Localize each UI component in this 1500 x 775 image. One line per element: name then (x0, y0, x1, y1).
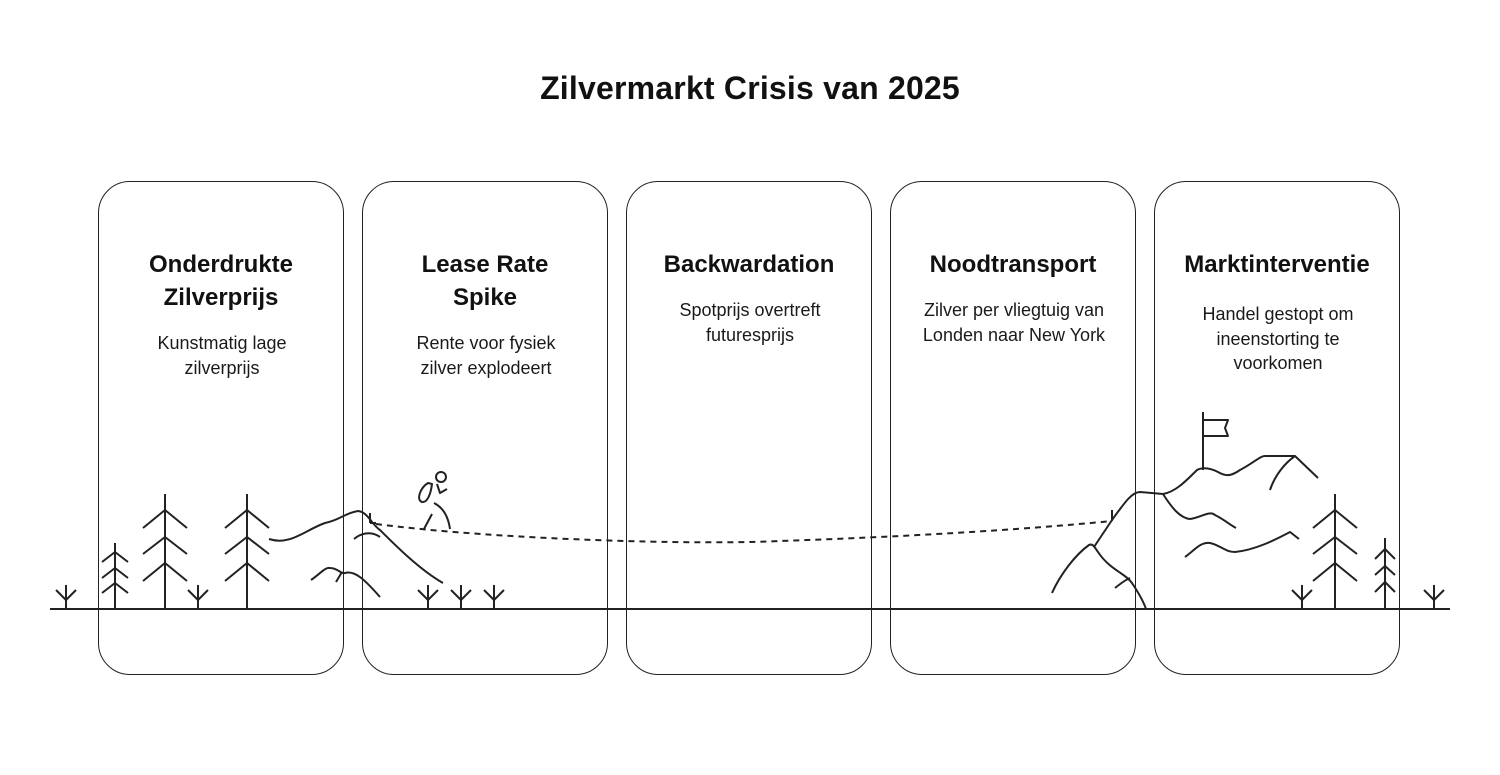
stage-2-heading-line-1: Lease Rate (421, 251, 549, 278)
summit-flag-icon (1202, 412, 1229, 470)
stage-4-desc-line-2: Londen naar New York (922, 324, 1106, 345)
pine-tree-icon (1374, 538, 1396, 609)
stage-2-desc-line-1: Rente voor fysiek (416, 333, 556, 353)
stage-1-heading-line-1: Onderdrukte (148, 251, 294, 278)
stage-4-description: Zilver per vliegtuig van Londen naar New… (901, 298, 1127, 347)
stage-5-heading-line-1: Marktinterventie (1184, 251, 1370, 278)
stage-1-heading-line-2: Zilverprijs (163, 284, 279, 311)
stage-card-3: Backwardation Spotprijs overtreft future… (626, 181, 872, 675)
grass-sprout-icon (187, 585, 209, 609)
stage-5-description: Handel gestopt om ineenstorting te voork… (1165, 302, 1391, 376)
page-title: Zilvermarkt Crisis van 2025 (540, 70, 960, 106)
stage-1-desc-line-1: Kunstmatig lage (157, 333, 287, 353)
stage-card-4: Noodtransport Zilver per vliegtuig van L… (890, 181, 1136, 675)
hill-icon (1051, 455, 1319, 610)
stage-5-desc-line-3: voorkomen (1233, 353, 1323, 373)
stage-card-2: Lease Rate Spike Rente voor fysiek zilve… (362, 181, 608, 675)
stage-5-desc-line-1: Handel gestopt om (1202, 304, 1354, 324)
pine-tree-icon (142, 494, 188, 609)
stage-2-description: Rente voor fysiek zilver explodeert (373, 331, 599, 380)
stage-1-description: Kunstmatig lage zilverprijs (109, 331, 335, 380)
stage-1-desc-line-2: zilverprijs (184, 357, 260, 378)
stage-4-heading: Noodtransport (891, 248, 1135, 281)
grass-sprout-icon (417, 585, 505, 609)
stage-3-description: Spotprijs overtreft futuresprijs (637, 298, 863, 347)
hiker-icon (418, 471, 451, 530)
stage-3-heading-line-1: Backwardation (663, 251, 835, 278)
stage-1-heading: Onderdrukte Zilverprijs (99, 248, 343, 314)
stage-5-desc-line-2: ineenstorting te (1216, 328, 1340, 349)
stage-3-desc-line-2: futuresprijs (705, 324, 795, 345)
stage-2-heading: Lease Rate Spike (363, 248, 607, 314)
pine-tree-icon (101, 543, 129, 609)
stage-card-5: Marktinterventie Handel gestopt om ineen… (1154, 181, 1400, 675)
stage-card-1: Onderdrukte Zilverprijs Kunstmatig lage … (98, 181, 344, 675)
grass-sprout-icon (55, 585, 77, 609)
grass-sprout-icon (1291, 585, 1445, 609)
pine-tree-icon (224, 494, 270, 609)
dashed-path (375, 520, 1113, 544)
stage-2-heading-line-2: Spike (452, 284, 518, 311)
stage-4-heading-line-1: Noodtransport (929, 251, 1097, 278)
stage-3-desc-line-1: Spotprijs overtreft (679, 300, 821, 320)
hill-icon (268, 510, 444, 598)
stage-5-heading: Marktinterventie (1155, 248, 1399, 281)
pine-tree-icon (1312, 494, 1358, 609)
stage-2-desc-line-2: zilver explodeert (420, 357, 552, 378)
stage-4-desc-line-1: Zilver per vliegtuig van (923, 300, 1105, 320)
stage-3-heading: Backwardation (627, 248, 871, 281)
